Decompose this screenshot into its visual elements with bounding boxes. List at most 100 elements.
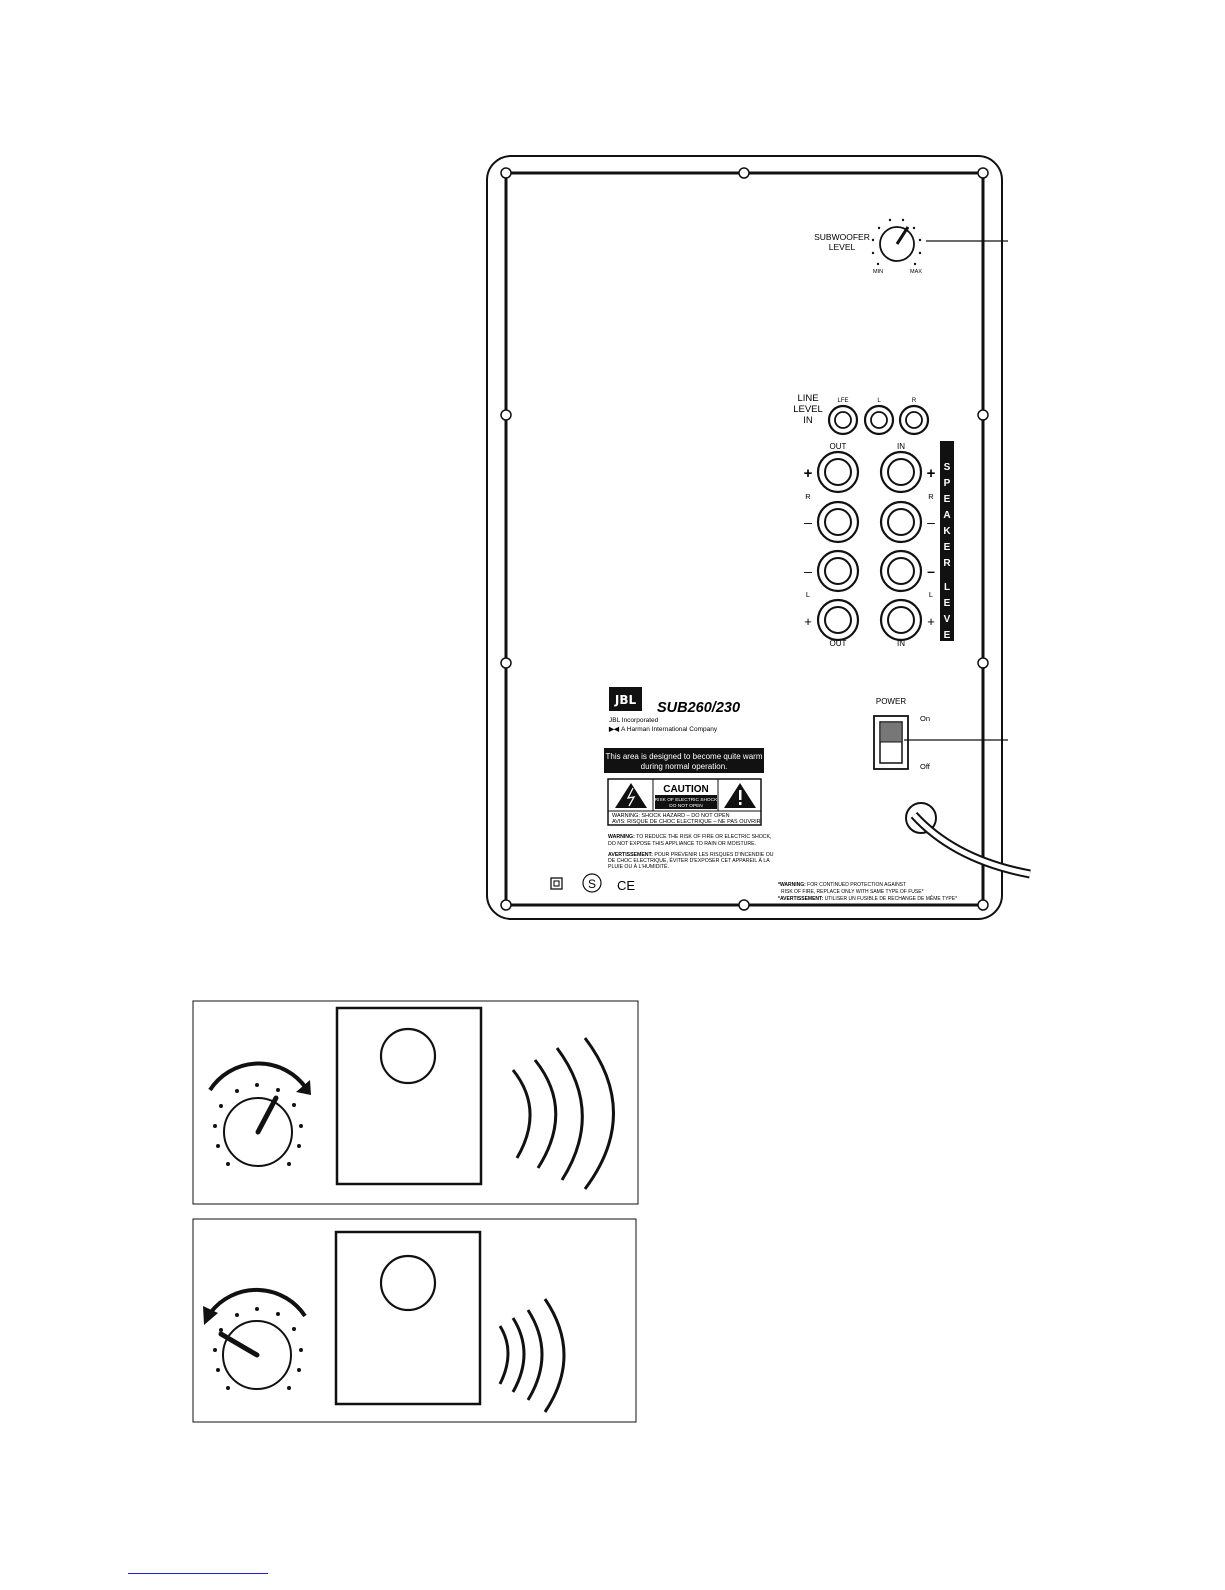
rca-label-r: R xyxy=(912,398,917,404)
model-name: SUB260/230 xyxy=(657,700,740,716)
level-knob-dots xyxy=(871,218,922,266)
polarity-out-r-minus: – xyxy=(804,514,812,530)
ce-mark-icon: CE xyxy=(617,878,635,893)
level-min-label: MIN xyxy=(873,269,883,275)
s-mark-icon xyxy=(582,873,602,893)
terminal-in-l-minus[interactable] xyxy=(879,549,923,593)
counterclockwise-arrow-icon xyxy=(209,1287,307,1318)
caution-sub2: DO NOT OPEN xyxy=(669,803,703,809)
line-level-label-line1: LINE xyxy=(797,393,818,404)
terminal-out-l-minus[interactable] xyxy=(816,549,860,593)
svg-text:DO NOT EXPOSE THIS APPLIANCE T: DO NOT EXPOSE THIS APPLIANCE TO RAIN OR … xyxy=(608,841,756,847)
knob-pointer-high xyxy=(255,1095,279,1135)
subwoofer-driver xyxy=(379,1254,437,1312)
sound-waves-large-icon xyxy=(511,1037,615,1190)
caution-title: CAUTION xyxy=(663,784,709,795)
svg-text:V: V xyxy=(944,614,951,625)
level-max-label: MAX xyxy=(910,269,922,275)
svg-text:P: P xyxy=(944,478,951,489)
in-label-top: IN xyxy=(897,442,905,451)
harman-mark-icon: ▶◀ xyxy=(608,726,620,733)
jbl-logo-box xyxy=(609,687,642,711)
power-label: POWER xyxy=(876,697,906,706)
rca-jack-r[interactable] xyxy=(898,404,930,436)
lightning-warning-icon xyxy=(615,783,647,808)
line-level-label-line2: LEVEL xyxy=(793,404,823,415)
clockwise-arrow-icon xyxy=(208,1061,308,1092)
exclamation-warning-icon xyxy=(724,783,756,808)
power-cord xyxy=(905,802,1031,879)
panel-screws xyxy=(500,167,989,911)
polarity-in-l-plus: + xyxy=(927,614,935,629)
company-name: JBL Incorporated xyxy=(609,717,659,724)
caution-line2: AVIS: RISQUE DE CHOC ELECTRIQUE – NE PAS… xyxy=(612,819,761,825)
terminal-in-l-plus[interactable] xyxy=(879,598,923,642)
speaker-level-letters: S P E A K E R L E V E L xyxy=(943,462,951,641)
power-switch-block: POWER On Off xyxy=(873,697,1008,771)
svg-text:*WARNING: FOR CONTINUED PROTEC: *WARNING: FOR CONTINUED PROTECTION AGAIN… xyxy=(778,882,906,888)
terminal-out-l-plus[interactable] xyxy=(816,598,860,642)
channel-in-r: R xyxy=(928,492,934,501)
power-on-label: On xyxy=(920,714,930,723)
polarity-out-l-plus: + xyxy=(804,614,812,629)
svg-text:S: S xyxy=(944,462,951,473)
speaker-level-terminals: OUT IN OUT IN + R – – L + + R – – L + xyxy=(804,441,954,648)
subwoofer-driver xyxy=(379,1027,437,1085)
out-label-top: OUT xyxy=(830,442,847,451)
svg-text:K: K xyxy=(943,526,951,537)
channel-out-l: L xyxy=(806,590,810,599)
terminal-in-r-plus[interactable] xyxy=(879,450,923,494)
rear-panel xyxy=(486,155,1003,920)
subwoofer-level-label-line1: SUBWOOFER xyxy=(814,232,870,242)
svg-text:E: E xyxy=(944,598,951,609)
sound-waves-small-icon xyxy=(498,1298,566,1413)
terminal-out-r-minus[interactable] xyxy=(816,500,860,544)
polarity-out-r-plus: + xyxy=(804,465,813,482)
polarity-in-r-plus: + xyxy=(927,465,936,482)
knob-pointer-low xyxy=(218,1331,260,1358)
power-switch-rocker xyxy=(881,723,901,742)
rca-label-l: L xyxy=(877,398,881,404)
svg-text:*AVERTISSEMENT: UTILISER UN FU: *AVERTISSEMENT: UTILISER UN FUSIBLE DE R… xyxy=(778,894,957,902)
harman-company: A Harman International Company xyxy=(621,726,718,733)
double-insulation-icon xyxy=(550,877,563,890)
svg-text:WARNING: TO REDUCE THE RISK OF: WARNING: TO REDUCE THE RISK OF FIRE OR E… xyxy=(608,834,771,840)
polarity-in-r-minus: – xyxy=(927,514,935,530)
rca-jack-lfe[interactable] xyxy=(827,404,859,436)
svg-text:E: E xyxy=(944,542,951,553)
warning-bold: WARNING: xyxy=(608,834,635,840)
speaker-level-bar xyxy=(940,441,954,641)
svg-text:AVERTISSEMENT: POUR PRÉVENIR L: AVERTISSEMENT: POUR PRÉVENIR LES RISQUES… xyxy=(608,851,774,858)
line-level-inputs: LINE LEVEL IN LFE L R xyxy=(793,393,930,436)
rca-jack-l[interactable] xyxy=(863,404,895,436)
terminal-out-r-plus[interactable] xyxy=(816,450,860,494)
svg-text:S: S xyxy=(588,877,596,891)
terminal-in-r-minus[interactable] xyxy=(879,500,923,544)
polarity-in-l-minus: – xyxy=(927,563,935,579)
subwoofer-level-label-line2: LEVEL xyxy=(829,242,856,252)
footer-link-underline[interactable] xyxy=(128,1573,268,1574)
subwoofer-level-control: SUBWOOFER LEVEL MIN MAX xyxy=(814,218,1008,275)
heat-warning: This area is designed to become quite wa… xyxy=(604,748,764,773)
fire-warning-text: WARNING: TO REDUCE THE RISK OF FIRE OR E… xyxy=(608,834,774,870)
fuse-warning-text: *WARNING: FOR CONTINUED PROTECTION AGAIN… xyxy=(778,882,957,902)
knob-dots xyxy=(213,1307,303,1390)
channel-out-r: R xyxy=(805,492,811,501)
rca-label-lfe: LFE xyxy=(837,398,848,404)
svg-text:L: L xyxy=(944,582,950,593)
line-level-label-line3: IN xyxy=(803,415,813,426)
knob-dots xyxy=(213,1083,303,1166)
svg-text:R: R xyxy=(943,558,951,569)
heat-warning-line2: during normal operation. xyxy=(641,762,728,771)
svg-text:DE CHOC ELECTRIQUE, ÉVITER D'E: DE CHOC ELECTRIQUE, ÉVITER D'EXPOSER CET… xyxy=(608,857,770,864)
svg-text:E: E xyxy=(944,630,951,641)
polarity-out-l-minus: – xyxy=(804,563,812,579)
svg-text:PLUIE OU À L'HUMIDITÉ.: PLUIE OU À L'HUMIDITÉ. xyxy=(608,863,669,870)
knob-demo-increase xyxy=(192,1000,639,1205)
out-label-bottom: OUT xyxy=(830,639,847,648)
caution-sub1: RISK OF ELECTRIC SHOCK xyxy=(655,797,718,803)
in-label-bottom: IN xyxy=(897,639,905,648)
brand-block: JBL SUB260/230 JBL Incorporated ▶◀ A Har… xyxy=(608,687,740,733)
panel-outer-border xyxy=(486,155,1003,920)
